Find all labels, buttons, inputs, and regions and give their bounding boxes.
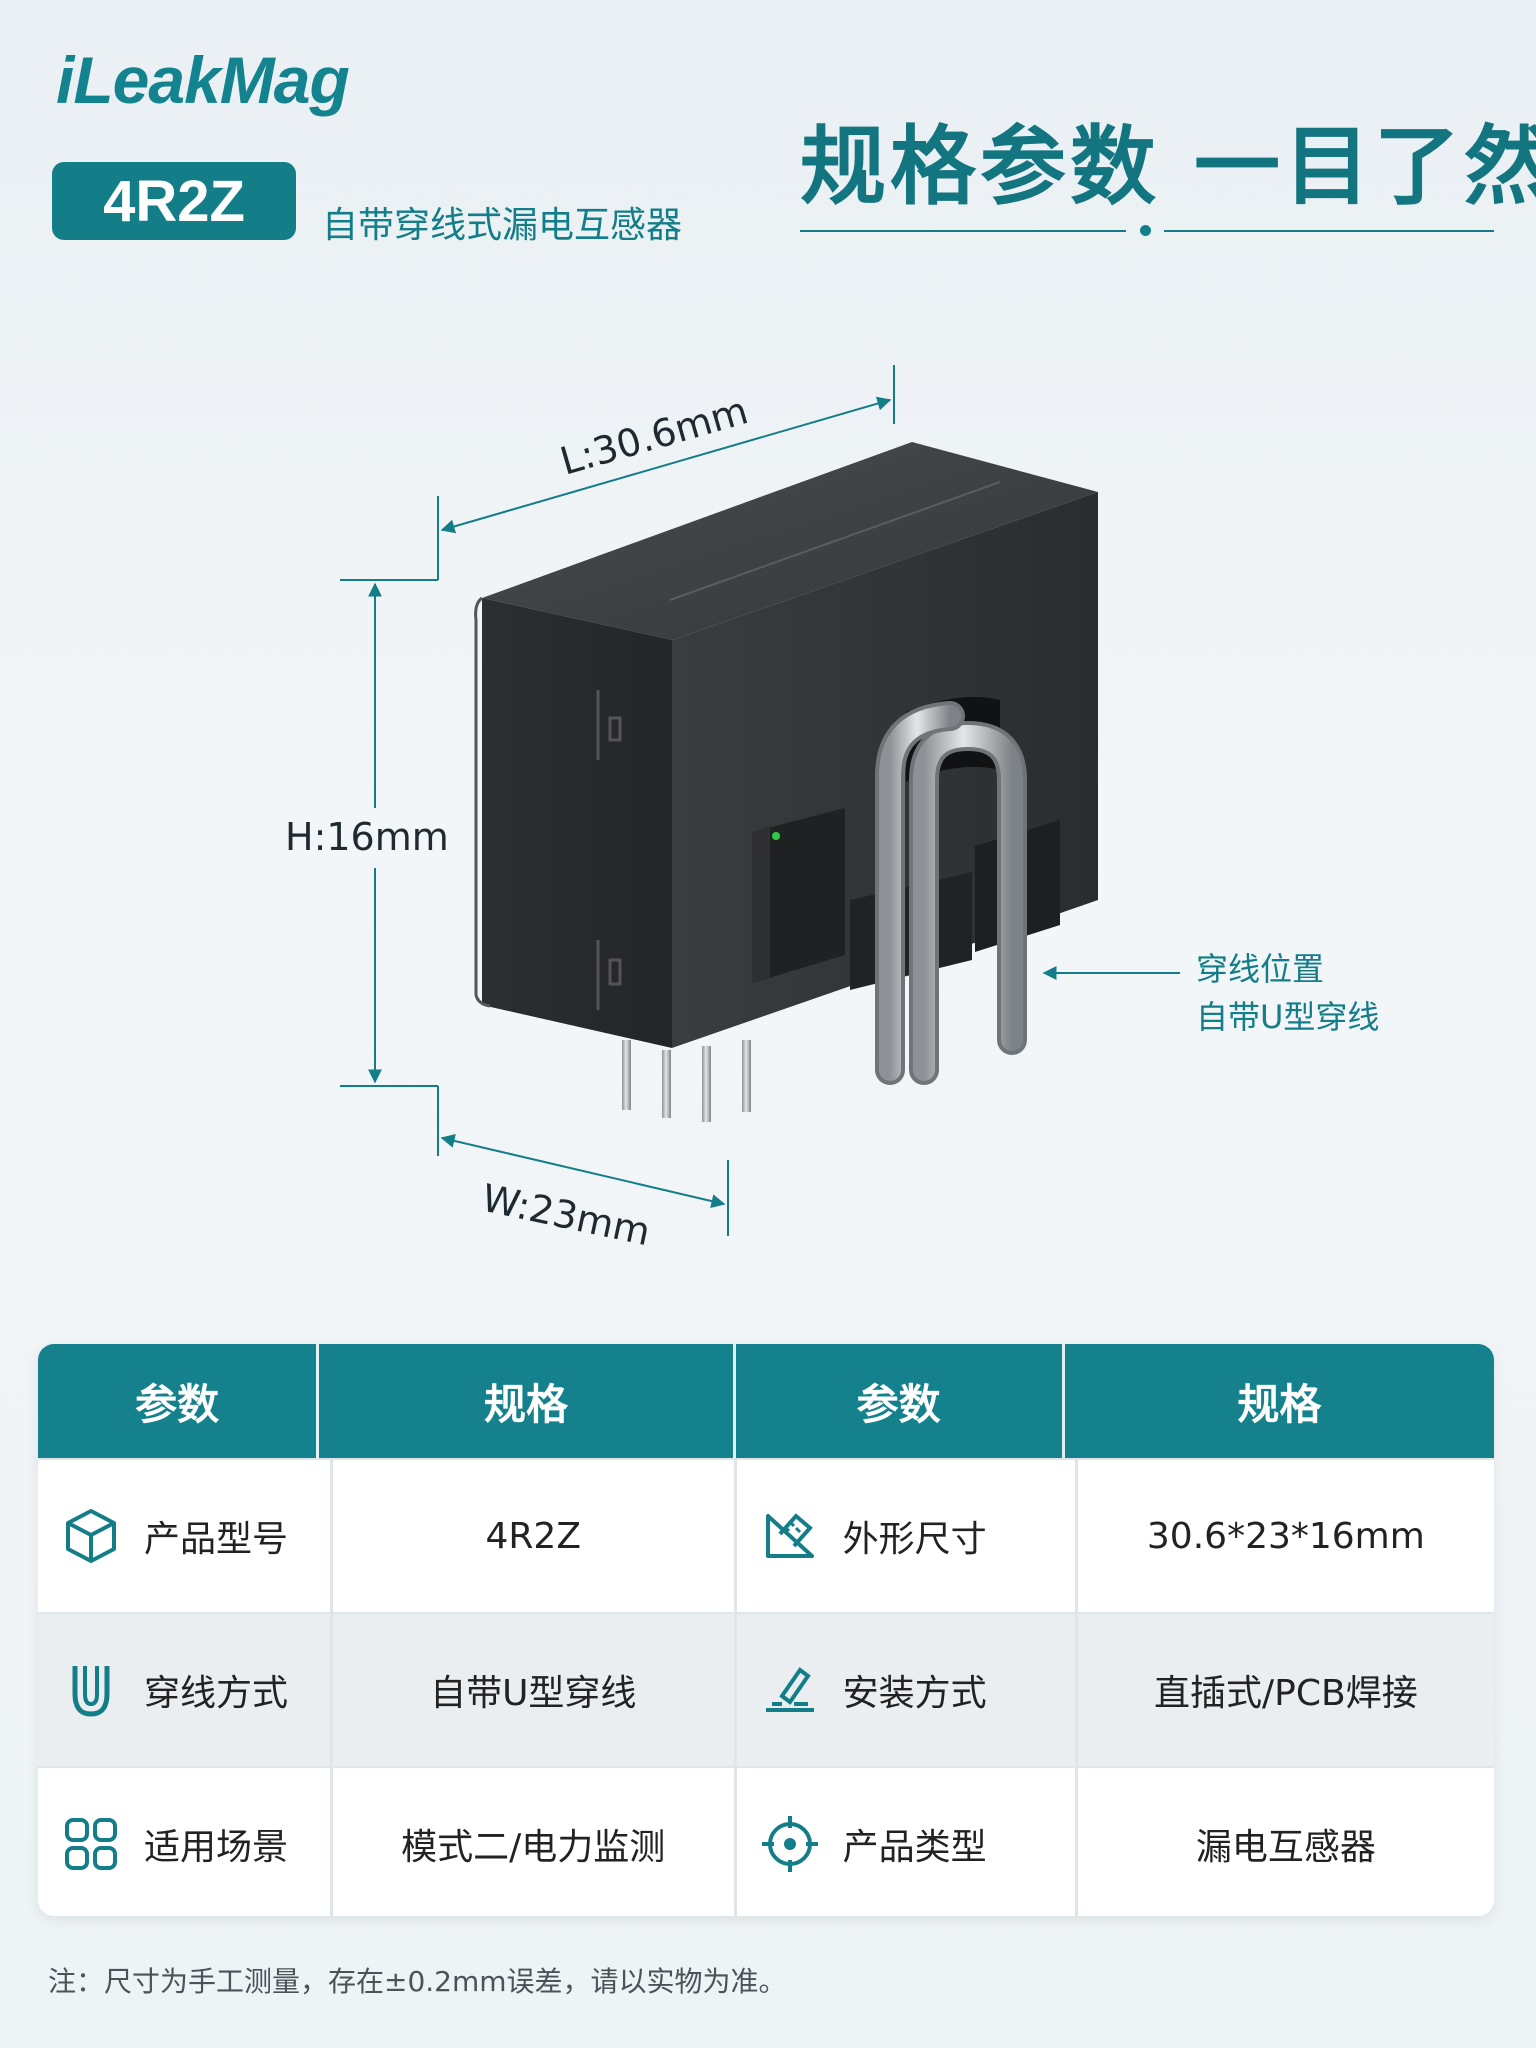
table-row: 适用场景 模式二/电力监测 产品类型 漏电互感器 (38, 1766, 1494, 1916)
model-badge: 4R2Z (52, 162, 296, 240)
dimension-height: H:16mm (285, 579, 449, 1087)
grid-four-icon (60, 1813, 122, 1875)
header-param-right: 参数 (736, 1344, 1065, 1458)
product-illustration: L:30.6mm H:16mm W:23mm 穿线位置 自带U型穿线 (285, 365, 1379, 1254)
solder-install-icon (759, 1659, 821, 1721)
param-cell: 产品型号 (38, 1460, 333, 1612)
value-cell: 直插式/PCB焊接 (1154, 1673, 1418, 1714)
ruler-square-icon (759, 1505, 821, 1567)
page-title: 规格参数 一目了然 (800, 117, 1536, 217)
table-header-row: 参数 规格 参数 规格 (38, 1344, 1494, 1458)
table-row: 产品型号 4R2Z 外形尺寸 30.6*23*16mm (38, 1458, 1494, 1612)
value-cell: 30.6*23*16mm (1146, 1515, 1425, 1557)
param-label: 产品型号 (144, 1519, 289, 1560)
header-spec-left: 规格 (319, 1344, 736, 1458)
param-cell: 适用场景 (38, 1768, 333, 1916)
param-cell: 安装方式 (737, 1614, 1078, 1766)
param-label: 安装方式 (842, 1673, 987, 1714)
u-wire-icon (60, 1659, 122, 1721)
dim-width-label: W:23mm (478, 1176, 654, 1254)
title-rule-left (800, 230, 1126, 232)
param-label: 穿线方式 (144, 1673, 289, 1714)
cube-icon (60, 1505, 122, 1567)
header-param-left: 参数 (38, 1344, 320, 1458)
title-rule-right (1164, 230, 1494, 232)
spec-table: 参数 规格 参数 规格 产品型号 4R2Z 外形尺寸 30.6*23*16mm … (38, 1344, 1494, 1916)
pcb-pins (622, 1040, 751, 1122)
param-label: 外形尺寸 (842, 1519, 987, 1560)
brand-logo: iLeakMag (56, 43, 350, 117)
param-label: 产品类型 (842, 1827, 987, 1868)
dimension-width: W:23mm (437, 1086, 729, 1254)
value-cell: 模式二/电力监测 (333, 1768, 737, 1916)
param-cell: 产品类型 (737, 1768, 1078, 1916)
callout-line1: 穿线位置 (1196, 950, 1324, 988)
table-row: 穿线方式 自带U型穿线 安装方式 直插式/PCB焊接 (38, 1612, 1494, 1766)
param-cell: 外形尺寸 (737, 1460, 1078, 1612)
param-label: 适用场景 (144, 1827, 289, 1868)
callout-line2: 自带U型穿线 (1196, 998, 1379, 1036)
value-cell: 自带U型穿线 (333, 1614, 737, 1766)
dim-height-label: H:16mm (285, 815, 449, 859)
value-cell: 4R2Z (333, 1460, 737, 1612)
product-subtitle: 自带穿线式漏电互感器 (322, 205, 683, 246)
title-rule-dot (1140, 225, 1151, 236)
wire-callout: 穿线位置 自带U型穿线 (1042, 950, 1379, 1036)
param-cell: 穿线方式 (38, 1614, 333, 1766)
header-spec-right: 规格 (1237, 1379, 1322, 1429)
footnote: 注：尺寸为手工测量，存在±0.2mm误差，请以实物为准。 (48, 1965, 787, 1998)
target-icon (759, 1813, 821, 1875)
value-cell: 漏电互感器 (1195, 1827, 1376, 1868)
